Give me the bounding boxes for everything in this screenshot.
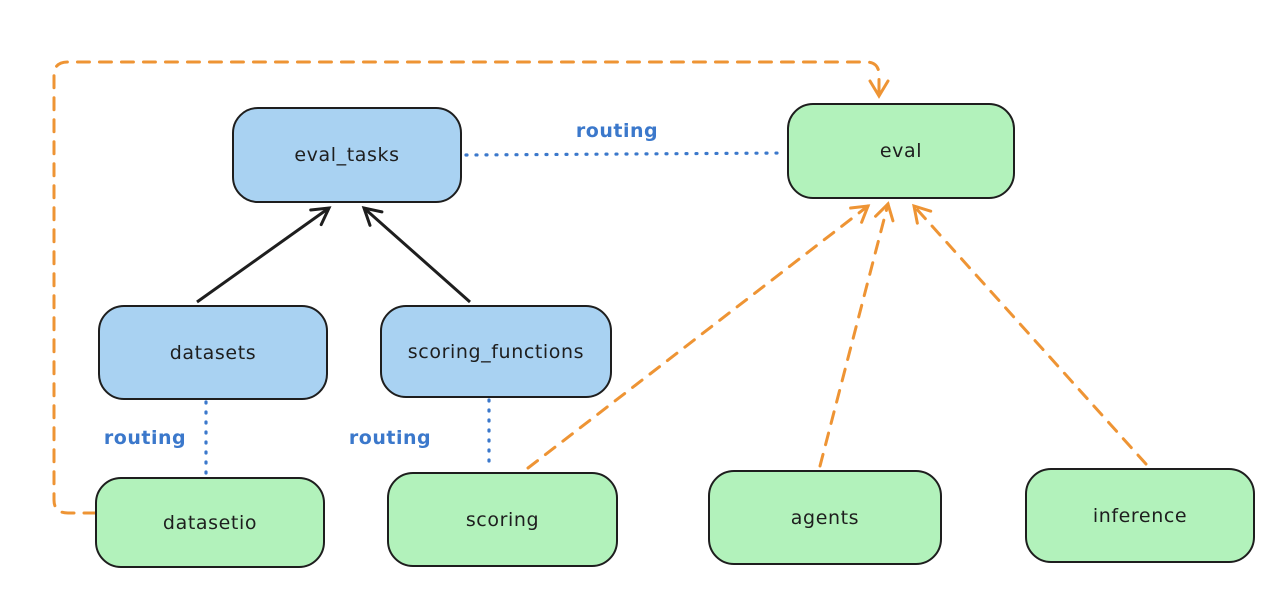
edge-scoring-to-eval: [526, 204, 871, 470]
node-eval-label: eval: [879, 140, 923, 162]
node-eval-tasks-label: eval_tasks: [294, 144, 400, 166]
routing-label-scoring: routing: [349, 427, 431, 449]
node-inference-label: inference: [1092, 504, 1188, 527]
node-eval: eval: [787, 103, 1015, 199]
node-scoring-functions-label: scoring_functions: [407, 340, 585, 363]
routing-label-top: routing: [576, 120, 658, 142]
edge-eval-tasks-to-eval-routing: [464, 151, 786, 157]
node-datasets-label: datasets: [169, 341, 257, 364]
node-datasets: datasets: [98, 305, 328, 400]
edge-datasetio-to-eval-loop: [52, 60, 890, 515]
edge-agents-to-eval: [818, 201, 895, 468]
node-agents: agents: [708, 470, 942, 565]
node-datasetio: datasetio: [95, 477, 325, 568]
edge-scoring-functions-to-eval-tasks: [361, 205, 471, 304]
edge-datasets-to-eval-tasks: [196, 206, 332, 304]
node-datasetio-label: datasetio: [162, 511, 258, 534]
node-agents-label: agents: [790, 506, 860, 529]
edge-inference-to-eval: [912, 203, 1148, 466]
node-inference: inference: [1025, 468, 1255, 563]
node-scoring-label: scoring: [465, 508, 540, 531]
routing-label-datasetio: routing: [104, 427, 186, 449]
node-scoring-functions: scoring_functions: [380, 305, 612, 398]
node-eval-tasks: eval_tasks: [232, 107, 462, 203]
node-scoring: scoring: [387, 472, 618, 567]
